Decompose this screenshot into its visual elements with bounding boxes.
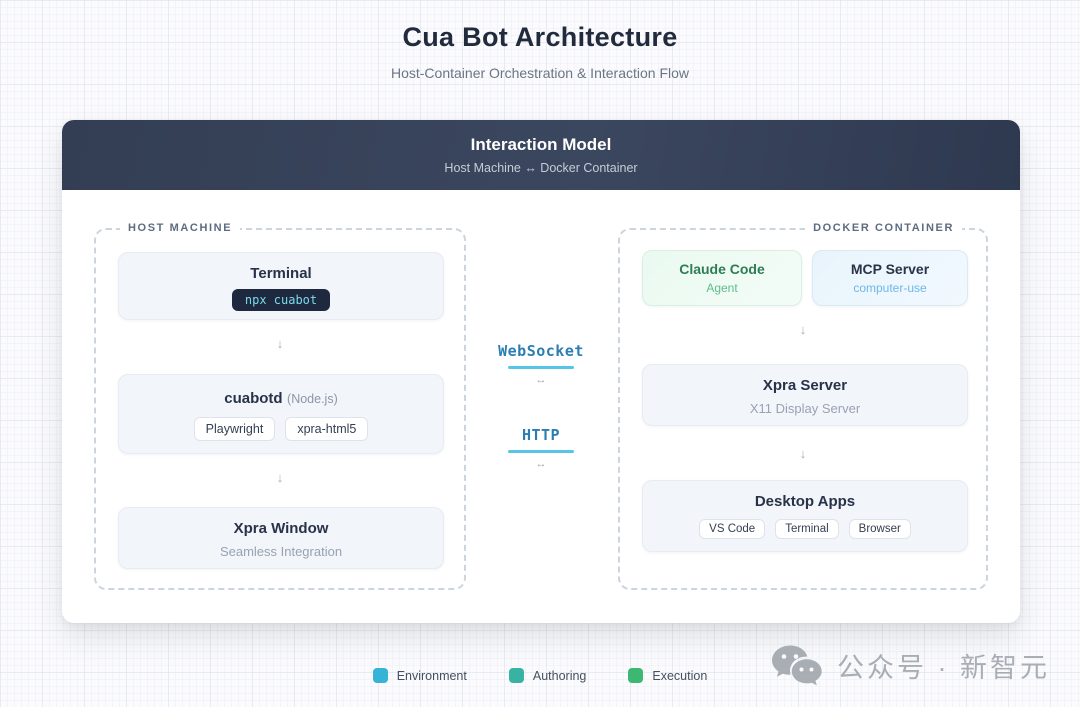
xpra-server-node: Xpra Server X11 Display Server <box>642 364 968 426</box>
xpra-server-title: Xpra Server <box>762 377 848 394</box>
terminal-command-pill: npx cuabot <box>231 289 331 311</box>
execution-label: Execution <box>652 668 708 683</box>
down-arrow-icon: ↓ <box>276 336 284 351</box>
environment-swatch <box>372 668 388 683</box>
terminal-node: Terminal npx cuabot <box>118 252 444 320</box>
chip-terminal: Terminal <box>775 519 839 539</box>
host-machine-group: HOST MACHINE Terminal npx cuabot ↓ cuabo… <box>94 222 466 590</box>
wechat-icon <box>772 645 822 686</box>
cuabotd-node-runtime: (Node.js) <box>287 392 338 406</box>
host-machine-label: HOST MACHINE <box>120 222 241 234</box>
xpra-window-node: Xpra Window Seamless Integration <box>118 507 444 569</box>
bidirectional-arrow-icon: ↔ <box>535 458 547 470</box>
cuabotd-node: cuabotd (Node.js) Playwright xpra-html5 <box>118 374 444 454</box>
authoring-swatch <box>508 668 524 683</box>
chip-playwright: Playwright <box>193 417 276 441</box>
http-line <box>508 450 574 453</box>
websocket-connection: WebSocket ↔ <box>491 342 591 386</box>
mcp-server-node: MCP Server computer-use <box>812 250 968 306</box>
environment-label: Environment <box>396 668 467 683</box>
http-connection: HTTP ↔ <box>491 426 591 470</box>
docker-container-group: DOCKER CONTAINER Claude Code Agent MCP S… <box>618 222 988 590</box>
claude-code-node: Claude Code Agent <box>642 250 802 306</box>
execution-swatch <box>628 668 644 683</box>
terminal-node-title: Terminal <box>250 265 312 282</box>
panel-header: Interaction Model Host Machine ↔ Docker … <box>62 120 1020 190</box>
legend-item-execution: Execution <box>628 668 707 683</box>
docker-container-label: DOCKER CONTAINER <box>805 222 962 234</box>
desktop-apps-title: Desktop Apps <box>754 493 856 510</box>
authoring-label: Authoring <box>532 668 587 683</box>
panel-header-subtitle: Host Machine ↔ Docker Container <box>444 161 638 175</box>
xpra-window-subtitle: Seamless Integration <box>219 544 343 559</box>
down-arrow-icon: ↓ <box>276 470 284 485</box>
xpra-server-subtitle: X11 Display Server <box>749 401 861 416</box>
mcp-server-title: MCP Server <box>850 261 930 277</box>
mcp-server-subtitle: computer-use <box>853 281 927 295</box>
desktop-apps-node: Desktop Apps VS Code Terminal Browser <box>642 480 968 552</box>
chip-browser: Browser <box>848 519 911 539</box>
websocket-label: WebSocket <box>498 342 584 360</box>
http-label: HTTP <box>521 426 561 444</box>
watermark: 公众号 · 新智元 <box>770 644 1050 686</box>
legend-item-environment: Environment <box>372 668 467 683</box>
page-subtitle: Host-Container Orchestration & Interacti… <box>390 65 689 81</box>
chip-vscode: VS Code <box>699 519 766 539</box>
legend: Environment Authoring Execution <box>0 668 1080 683</box>
interaction-model-panel: Interaction Model Host Machine ↔ Docker … <box>62 120 1020 623</box>
down-arrow-icon: ↓ <box>799 322 807 337</box>
down-arrow-icon: ↓ <box>799 446 807 461</box>
xpra-window-title: Xpra Window <box>233 520 329 537</box>
page-title: Cua Bot Architecture <box>402 22 678 52</box>
watermark-text: 公众号 · 新智元 <box>837 652 1050 683</box>
cuabotd-node-title: cuabotd <box>224 390 283 407</box>
legend-item-authoring: Authoring <box>508 668 587 683</box>
panel-header-title: Interaction Model <box>470 135 612 154</box>
claude-code-title: Claude Code <box>679 261 765 277</box>
claude-code-subtitle: Agent <box>706 281 738 295</box>
bidirectional-arrow-icon: ↔ <box>535 374 547 386</box>
websocket-line <box>508 366 574 369</box>
chip-xpra-html5: xpra-html5 <box>285 417 369 441</box>
